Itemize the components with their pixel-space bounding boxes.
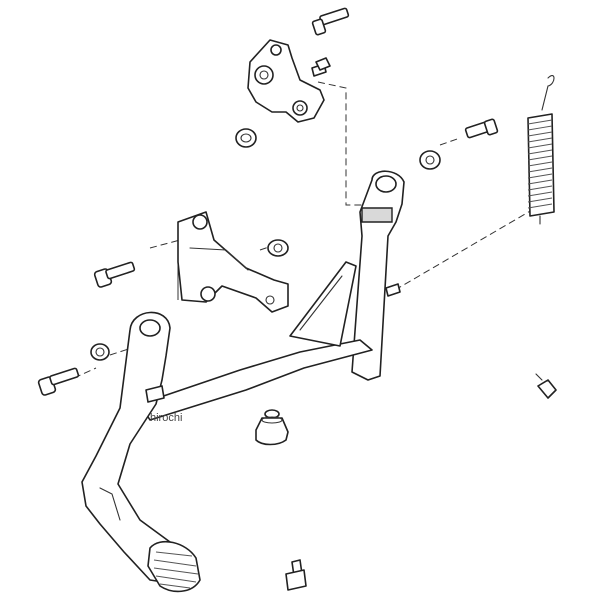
stand-right-leg xyxy=(351,170,405,381)
grease-nipple-right xyxy=(535,373,557,399)
side-plate-bracket xyxy=(177,211,289,313)
bolt-left-upper xyxy=(93,261,136,288)
bolt-top xyxy=(311,7,350,36)
foot-pedal-rubber xyxy=(147,540,201,593)
watermark-text: hirochi xyxy=(150,412,183,424)
washer-left xyxy=(90,343,110,361)
bolt-right xyxy=(464,118,499,139)
bolt-left-lower xyxy=(37,367,80,396)
upper-bracket xyxy=(247,39,327,123)
stand-cross-bar xyxy=(139,261,373,421)
bracket-stud xyxy=(315,57,331,71)
pivot-pin xyxy=(385,283,401,297)
stand-left-leg xyxy=(81,311,191,585)
nut-upper xyxy=(235,128,257,148)
grease-nipple-bottom xyxy=(285,559,307,591)
rubber-stopper xyxy=(255,409,289,446)
washer-right xyxy=(419,150,441,170)
nut-middle xyxy=(267,239,289,257)
return-spring xyxy=(527,75,555,225)
